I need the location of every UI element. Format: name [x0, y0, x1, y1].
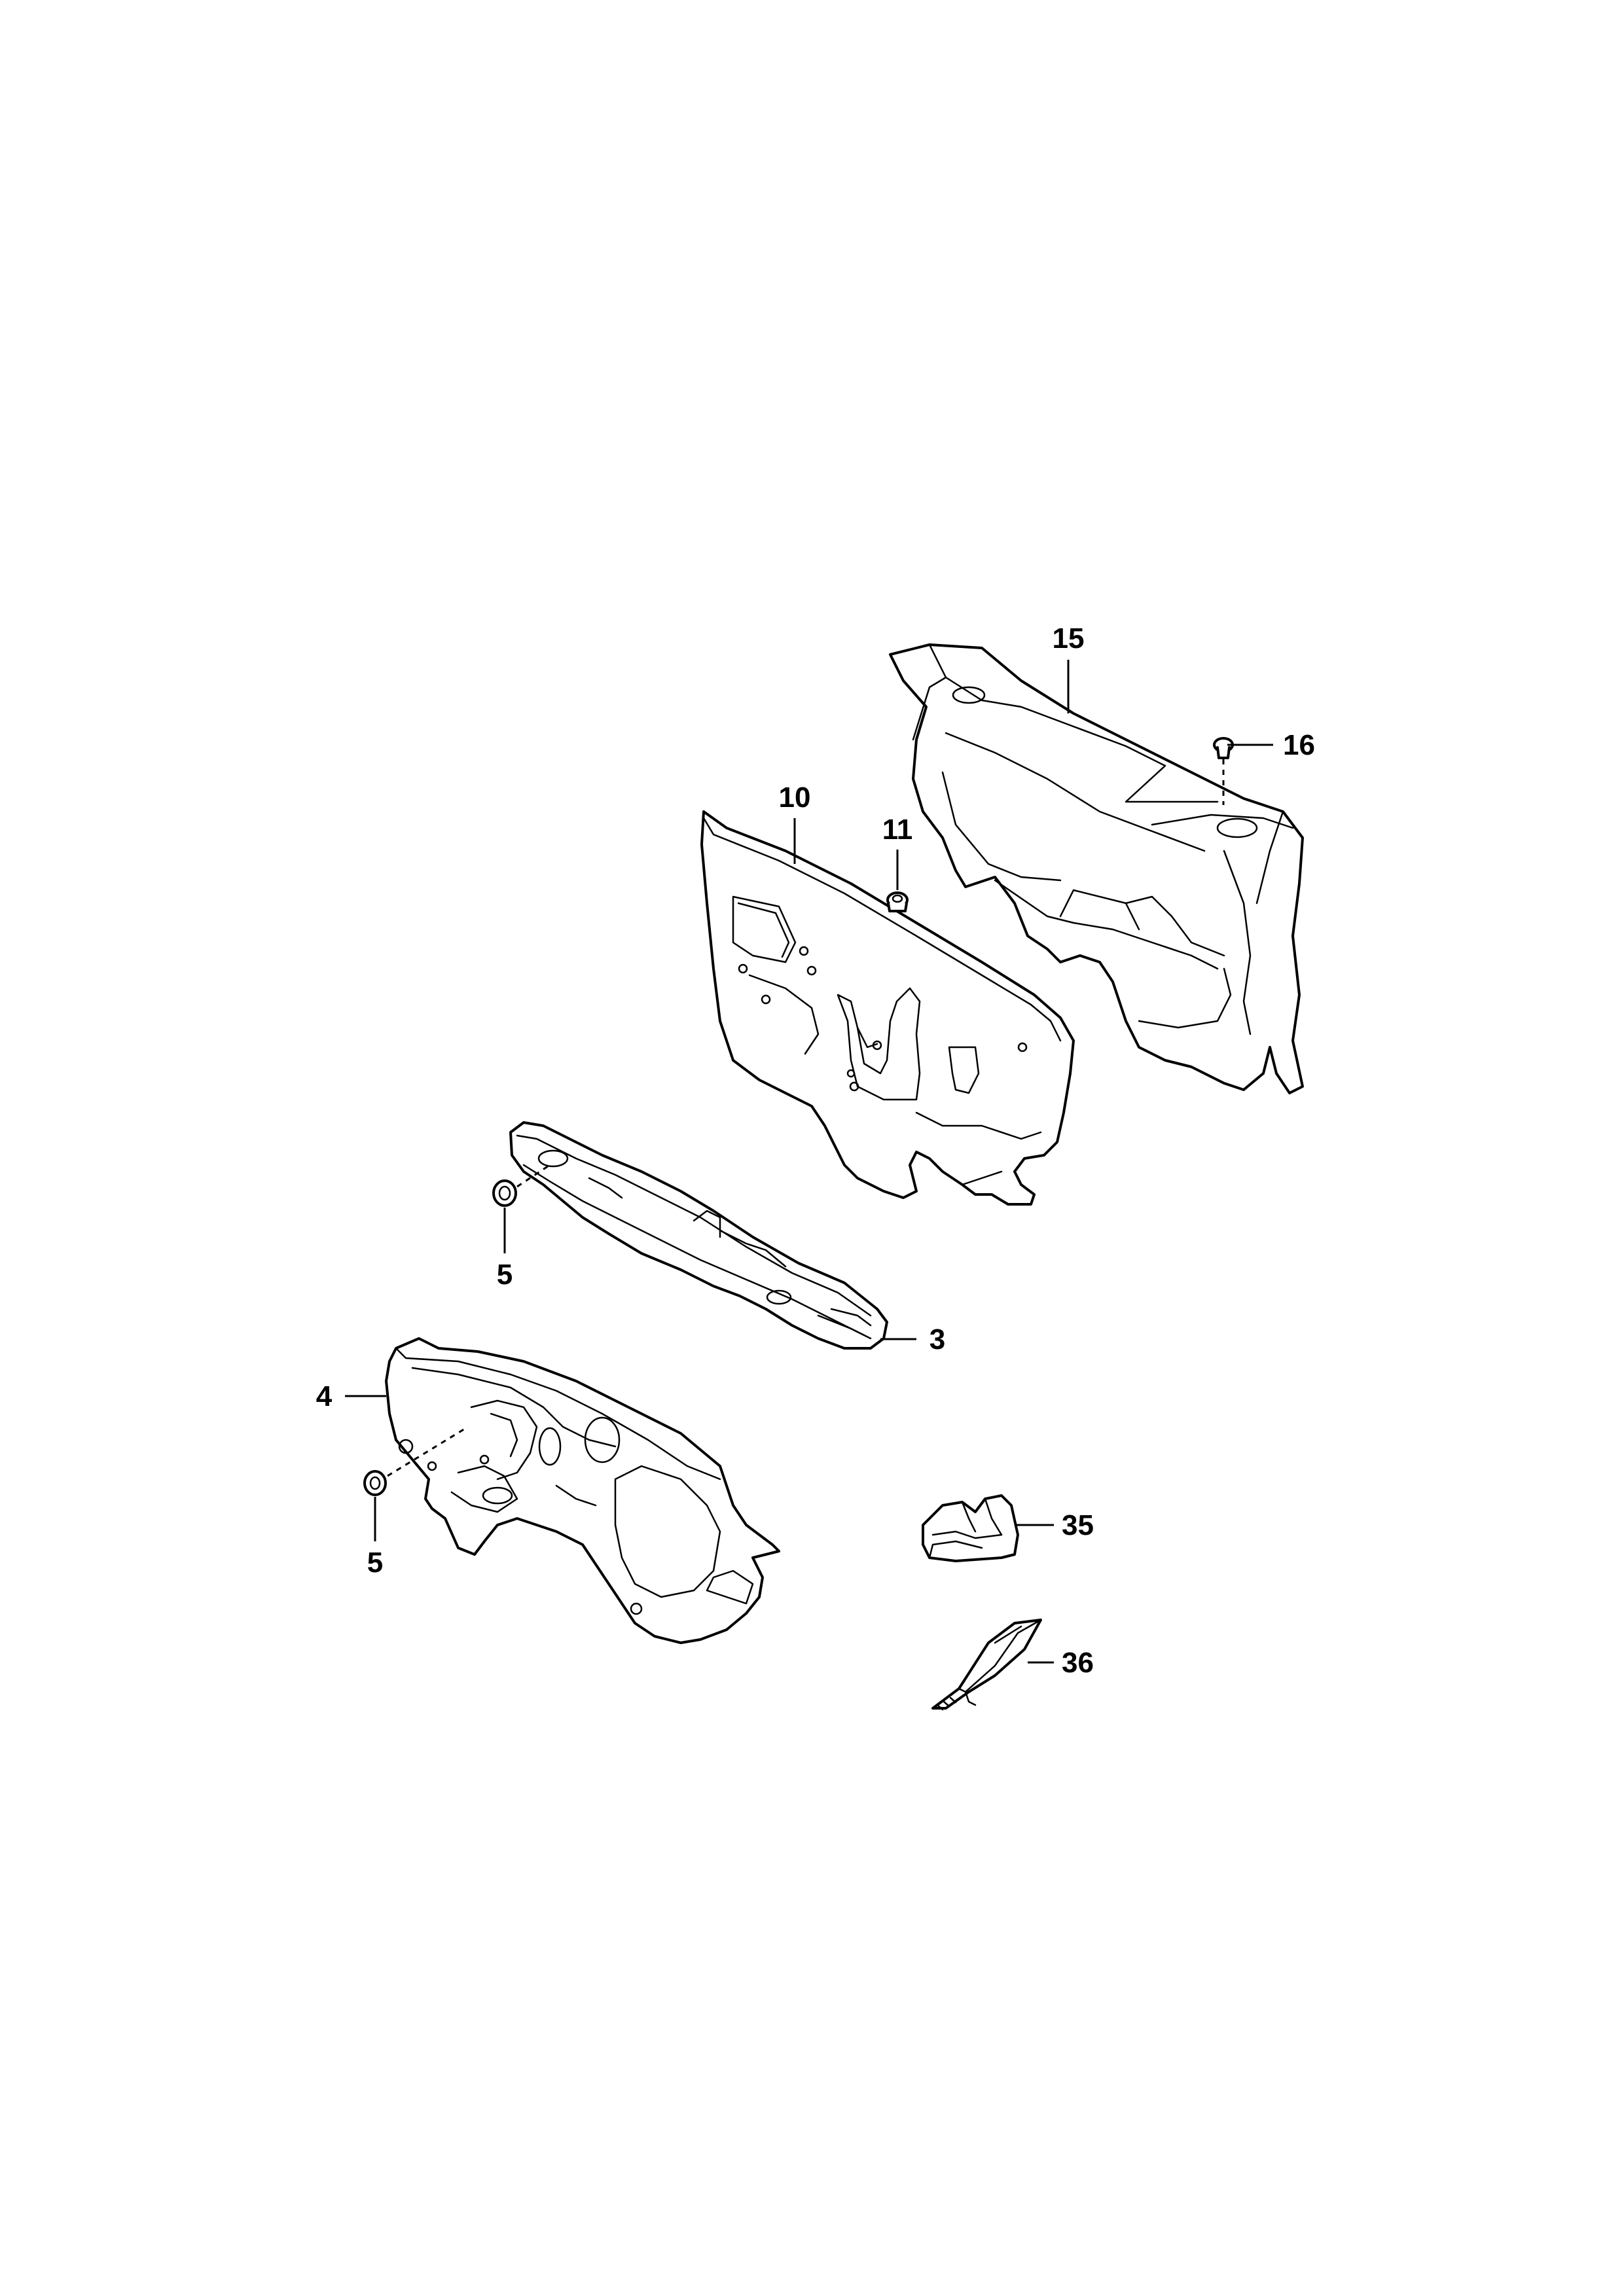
callout-16: 16 — [1283, 729, 1315, 761]
leader-lines — [345, 660, 1273, 1664]
part-11-nut — [886, 891, 909, 912]
part-3-insulator-strip — [509, 1121, 888, 1350]
part-4-dash-insulator-lower — [385, 1337, 780, 1644]
part-36-strip-insulator — [931, 1619, 1042, 1711]
callout-15: 15 — [1053, 622, 1085, 655]
part-16-clip — [1213, 737, 1234, 759]
callout-36: 36 — [1062, 1647, 1094, 1679]
part-15-dash-insulator-upper — [889, 643, 1304, 1094]
callout-5-upper: 5 — [497, 1259, 513, 1291]
callout-10: 10 — [779, 781, 811, 814]
callout-4: 4 — [316, 1380, 333, 1412]
part-10-dash-panel-insulator — [700, 810, 1075, 1206]
part-5-grommet-lower — [363, 1470, 387, 1496]
part-35-bracket-insulator — [922, 1494, 1019, 1562]
callout-labels: 15 16 10 11 5 3 4 5 35 36 — [316, 622, 1315, 1679]
part-5-grommet-upper — [492, 1179, 517, 1207]
callout-11: 11 — [882, 814, 913, 846]
callout-3: 3 — [929, 1323, 945, 1355]
callout-35: 35 — [1062, 1509, 1094, 1541]
callout-5-lower: 5 — [367, 1547, 383, 1579]
leader-5-upper-axis — [516, 1164, 550, 1188]
